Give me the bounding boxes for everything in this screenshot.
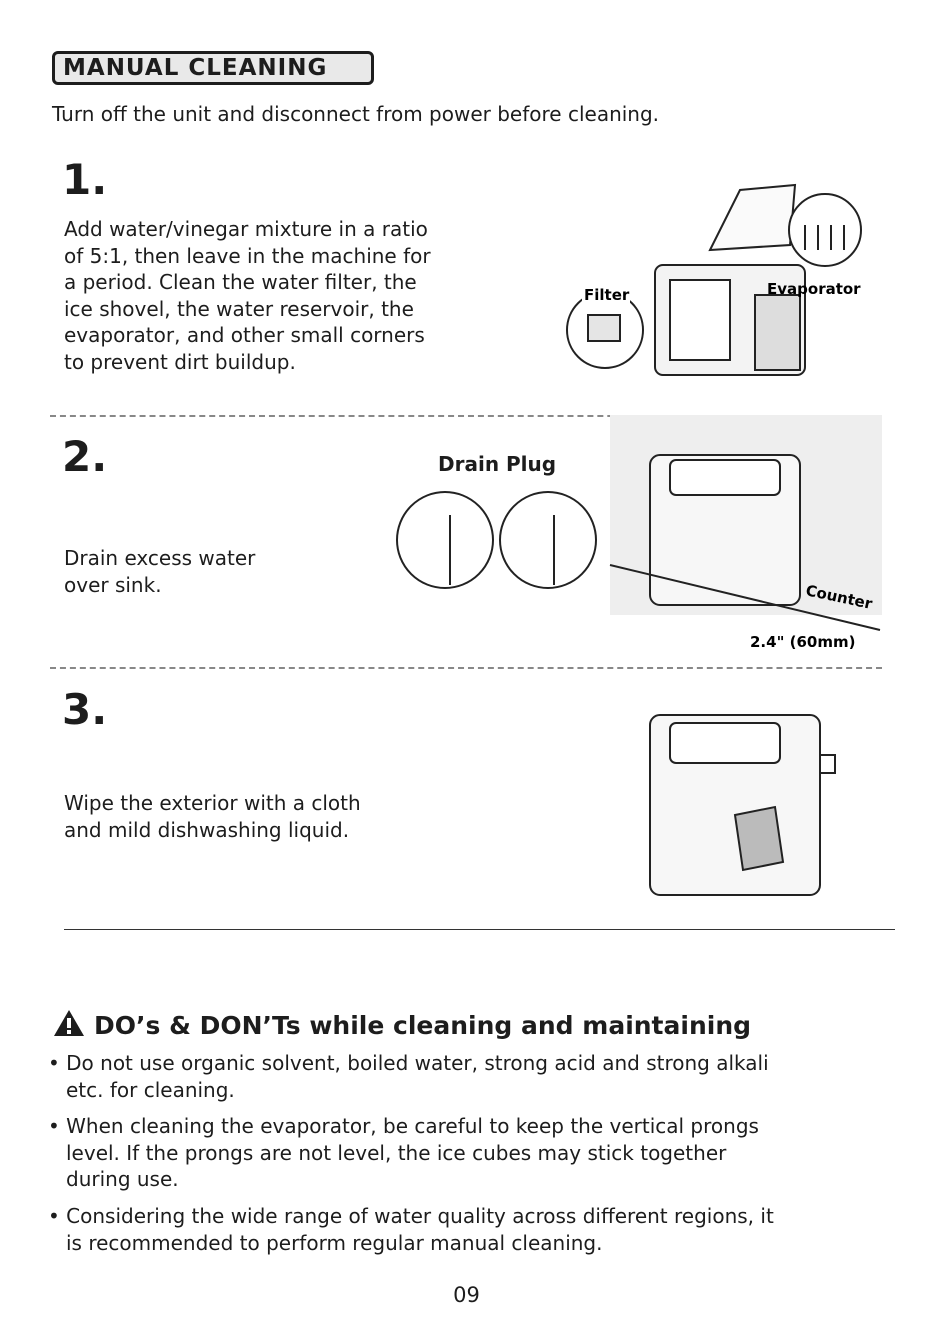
page-number: 09 bbox=[453, 1283, 480, 1307]
warning-item-2: • When cleaning the evaporator, be caref… bbox=[48, 1114, 759, 1191]
step-2-text: Drain excess water over sink. bbox=[64, 546, 256, 597]
svg-text:Filter: Filter bbox=[584, 286, 630, 304]
intro-text: Turn off the unit and disconnect from po… bbox=[52, 102, 660, 126]
step-1-number: 1. bbox=[62, 155, 108, 204]
warning-heading: DO’s & DON’Ts while cleaning and maintai… bbox=[52, 1008, 751, 1040]
step-1-illustration: Filter Evaporator bbox=[566, 183, 862, 376]
warning-item-1: • Do not use organic solvent, boiled wat… bbox=[48, 1051, 769, 1102]
step-3-text: Wipe the exterior with a cloth and mild … bbox=[64, 791, 361, 842]
divider bbox=[50, 667, 882, 669]
filter-label: Filter bbox=[582, 286, 630, 304]
drain-plug-label: Drain Plug bbox=[438, 452, 557, 476]
divider bbox=[50, 415, 882, 417]
step-1-text: Add water/vinegar mixture in a ratio of … bbox=[64, 217, 431, 374]
section-title: MANUAL CLEANING bbox=[52, 51, 374, 85]
distance-label: 2.4" (60mm) bbox=[750, 633, 855, 651]
step-2-number: 2. bbox=[62, 432, 108, 481]
step-2-illustration: Counter 2.4" (60mm) bbox=[396, 415, 882, 651]
step-3-illustration bbox=[649, 714, 836, 896]
warning-icon bbox=[54, 1010, 84, 1036]
section-rule bbox=[64, 929, 895, 930]
evaporator-label: Evaporator bbox=[767, 280, 861, 298]
step-3-number: 3. bbox=[62, 685, 108, 734]
warning-item-3: • Considering the wide range of water qu… bbox=[48, 1204, 774, 1255]
